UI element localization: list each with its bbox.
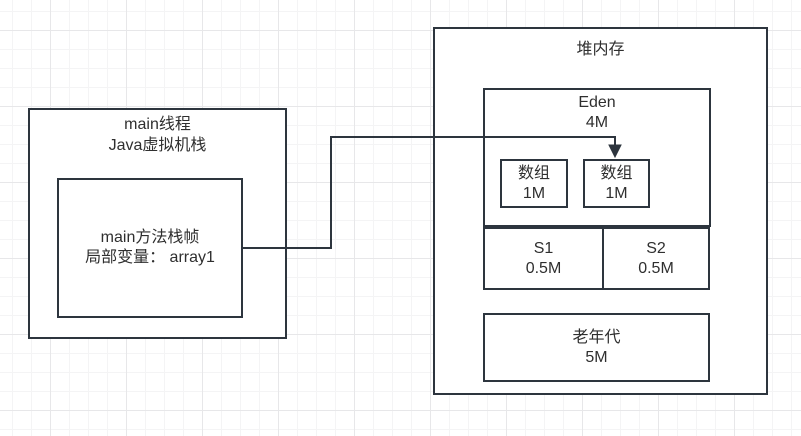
s1-label: S1 bbox=[533, 239, 554, 257]
eden-label: Eden bbox=[578, 94, 616, 111]
array1-label: 数组 bbox=[517, 164, 550, 182]
old-generation-box: 老年代 5M bbox=[483, 313, 710, 382]
old-gen-label: 老年代 bbox=[572, 328, 621, 346]
heap-title: 堆内存 bbox=[576, 41, 625, 58]
s1-size: 0.5M bbox=[525, 259, 562, 277]
eden-size: 4M bbox=[585, 114, 609, 131]
main-method-frame-box: main方法栈帧 局部变量： array1 bbox=[57, 178, 243, 318]
s2-label: S2 bbox=[646, 239, 666, 257]
old-gen-size: 5M bbox=[585, 348, 608, 366]
survivor-s2-box: S2 0.5M bbox=[602, 227, 710, 290]
array2-label: 数组 bbox=[600, 164, 633, 182]
frame-label: main方法栈帧 bbox=[100, 229, 200, 246]
survivor-s1-box: S1 0.5M bbox=[483, 227, 604, 290]
frame-local-variable: 局部变量： array1 bbox=[85, 249, 215, 266]
array-object-box-2: 数组 1M bbox=[583, 159, 650, 208]
array1-size: 1M bbox=[522, 184, 546, 202]
jvm-stack-title-line1: main线程 bbox=[124, 116, 191, 133]
jvm-stack-title-line2: Java虚拟机栈 bbox=[108, 137, 207, 154]
array2-size: 1M bbox=[605, 184, 628, 202]
array-object-box-1: 数组 1M bbox=[500, 159, 568, 208]
s2-size: 0.5M bbox=[638, 259, 674, 277]
